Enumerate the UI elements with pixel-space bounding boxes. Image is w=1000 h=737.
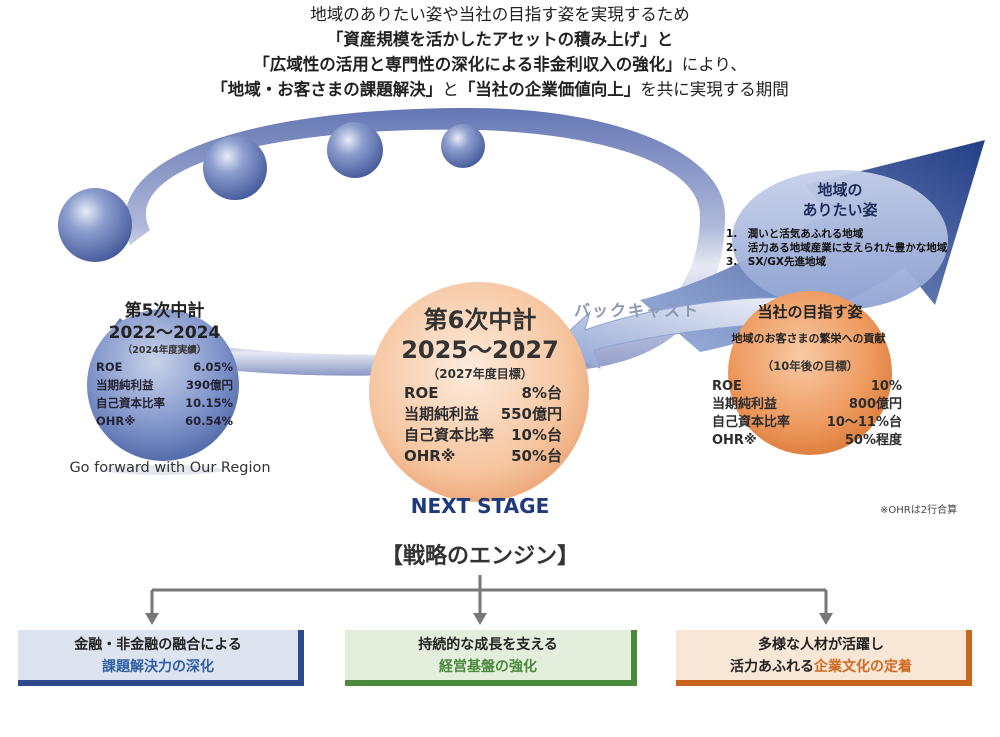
orbit-ball-3 [327, 122, 383, 178]
target-stat-label: 当期純利益 [712, 397, 778, 412]
target-stat-value: 50%程度 [844, 433, 902, 448]
plan5-panel: 第5次中計 2022～2024 （2024年度実績） ROE 6.05% 当期純利… [92, 300, 237, 430]
plan5-years: 2022～2024 [108, 323, 221, 343]
region-vision-title: 地域の ありたい姿 [760, 180, 920, 220]
region-vision-item: 1. 潤いと活気あふれる地域 [726, 228, 864, 240]
engine-box-1-line1: 金融・非金融の融合による [74, 637, 242, 653]
plan6-stat-value: 50%台 [511, 447, 562, 465]
plan5-stat-label: OHR※ [96, 414, 136, 428]
engine-box-1-line2: 課題解決力の深化 [102, 659, 214, 675]
header-line-4-b: と [442, 80, 459, 99]
plan5-circle [87, 309, 239, 461]
engine-box-3-line1: 多様な人材が活躍し [758, 637, 884, 653]
plan6-stat-value: 550億円 [500, 405, 562, 423]
header-line-3: 「広域性の活用と専門性の深化による非金利収入の強化」により、 [0, 52, 1000, 77]
plan5-stat-label: 当期純利益 [96, 378, 154, 392]
plan5-stat-label: ROE [96, 360, 123, 374]
region-vision-title-line2: ありたい姿 [802, 201, 878, 219]
header-text: 地域のありたい姿や当社の目指す姿を実現するため 「資産規模を活かしたアセットの積… [0, 2, 1000, 102]
plan6-stat-row: OHR※ 50%台 [404, 446, 562, 467]
plan6-stat-row: 当期純利益 550億円 [404, 404, 562, 425]
plan5-title: 第5次中計 [124, 301, 205, 321]
plan5-stat-row: 当期純利益 390億円 [96, 376, 233, 394]
plan6-panel: 第6次中計 2025～2027 （2027年度目標） ROE 8%台 当期純利益 5… [390, 305, 570, 467]
orbit-ball-1 [58, 188, 132, 262]
header-line-1: 地域のありたい姿や当社の目指す姿を実現するため [310, 5, 690, 24]
plan5-stat-value: 6.05% [193, 360, 233, 374]
plan6-stat-row: ROE 8%台 [404, 383, 562, 404]
orbit-ball-2 [203, 136, 267, 200]
header-line-3-rest: により、 [681, 55, 747, 74]
plan5-stat-row: 自己資本比率 10.15% [96, 394, 233, 412]
engine-box-2-line2: 経営基盤の強化 [439, 659, 537, 675]
target-subtitle: 地域のお客さまの繁栄への貢献 [731, 332, 886, 345]
plan6-stat-label: 当期純利益 [404, 405, 480, 423]
header-line-4-d: を共に実現する期間 [640, 80, 789, 99]
engine-box-2-line1: 持続的な成長を支える [418, 637, 558, 653]
target-stat-value: 10% [870, 379, 902, 394]
region-vision-list: 1. 潤いと活気あふれる地域 2. 活力ある地域産業に支えられた豊かな地域 3.… [726, 227, 947, 269]
plan6-stat-label: 自己資本比率 [404, 426, 495, 444]
target-stat-label: OHR※ [712, 433, 757, 448]
header-line-2: 「資産規模を活かしたアセットの積み上げ」と [326, 30, 674, 49]
header-line-4-a: 「地域・お客さまの課題解決」 [211, 80, 443, 99]
target-circle [728, 291, 892, 455]
target-stat-value: 800億円 [848, 397, 902, 412]
engine-box-3-line2: 活力あふれる企業文化の定着 [676, 656, 966, 678]
plan6-title: 第6次中計 [423, 306, 537, 334]
plan5-stat-value: 10.15% [185, 396, 233, 410]
plan6-years: 2025～2027 [401, 336, 559, 364]
engine-box-3-line2a: 活力あふれる [730, 659, 814, 675]
plan6-stats: ROE 8%台 当期純利益 550億円 自己資本比率 10%台 OHR※ 50%台 [390, 383, 570, 467]
backcast-label: バックキャスト [574, 301, 701, 320]
region-vision-item: 2. 活力ある地域産業に支えられた豊かな地域 [726, 242, 948, 254]
plan6-stat-row: 自己資本比率 10%台 [404, 425, 562, 446]
region-vision-shape [732, 170, 948, 310]
plan5-stat-label: 自己資本比率 [96, 396, 165, 410]
region-vision-title-line1: 地域の [817, 181, 863, 199]
region-vision-item: 3. SX/GX先進地域 [726, 256, 827, 268]
plan5-note: （2024年度実績） [122, 345, 207, 356]
next-stage-label: NEXT STAGE [410, 494, 550, 518]
target-stat-row: ROE 10% [712, 378, 902, 396]
engine-title: 【戦略のエンジン】 [380, 544, 579, 569]
target-stat-value: 10～11%台 [826, 415, 902, 430]
target-stat-row: OHR※ 50%程度 [712, 432, 902, 450]
engine-box-2: 持続的な成長を支える 経営基盤の強化 [345, 630, 637, 686]
tagline: Go forward with Our Region [69, 460, 271, 476]
plan5-stat-row: ROE 6.05% [96, 358, 233, 376]
target-title: 当社の目指す姿 [757, 303, 863, 321]
engine-box-1: 金融・非金融の融合による 課題解決力の深化 [18, 630, 304, 686]
orbit-ball-4 [441, 124, 485, 168]
target-note: （10年後の目標） [761, 359, 859, 373]
target-stat-row: 当期純利益 800億円 [712, 396, 902, 414]
engine-box-3: 多様な人材が活躍し 活力あふれる企業文化の定着 [676, 630, 972, 686]
plan5-shadow [103, 465, 223, 475]
plan5-stat-value: 60.54% [185, 414, 233, 428]
header-line-4: 「地域・お客さまの課題解決」と「当社の企業価値向上」を共に実現する期間 [0, 77, 1000, 102]
plan6-circle [369, 282, 589, 502]
plan6-stat-value: 8%台 [521, 384, 562, 402]
header-line-4-c: 「当社の企業価値向上」 [458, 80, 641, 99]
target-stat-label: ROE [712, 379, 742, 394]
plan6-stat-value: 10%台 [511, 426, 562, 444]
plan5-stat-value: 390億円 [185, 378, 233, 392]
plan5-stats: ROE 6.05% 当期純利益 390億円 自己資本比率 10.15% OHR※ 60.… [92, 358, 237, 430]
engine-connectors [150, 575, 828, 615]
footnote: ※OHRは2行合算 [880, 505, 958, 516]
target-stat-label: 自己資本比率 [712, 415, 791, 430]
engine-box-3-line2b: 企業文化の定着 [814, 659, 912, 675]
target-stat-row: 自己資本比率 10～11%台 [712, 414, 902, 432]
plan5-stat-row: OHR※ 60.54% [96, 412, 233, 430]
plan6-stat-label: OHR※ [404, 447, 456, 465]
plan6-note: （2027年度目標） [427, 367, 533, 381]
connector-arrowheads [145, 613, 833, 625]
header-line-3-bold: 「広域性の活用と専門性の深化による非金利収入の強化」 [253, 55, 682, 74]
target-stats: ROE 10% 当期純利益 800億円 自己資本比率 10～11%台 OHR※ 50%程… [712, 378, 902, 450]
plan6-stat-label: ROE [404, 384, 439, 402]
